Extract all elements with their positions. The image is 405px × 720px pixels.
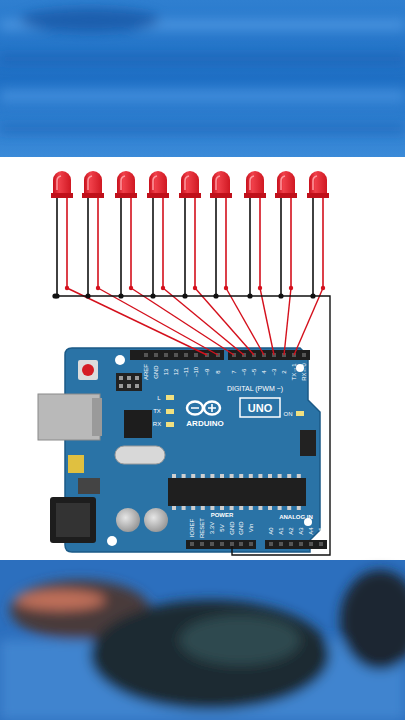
pin-label: 4 — [261, 370, 267, 373]
pin-label: TX→1 — [291, 363, 297, 380]
signal-wire — [67, 288, 207, 355]
pin-label: Vin — [248, 524, 254, 533]
signal-wire — [260, 288, 274, 355]
junction-dot — [65, 286, 69, 290]
pin-label: GND — [153, 365, 159, 378]
led — [51, 171, 73, 296]
led — [210, 171, 232, 296]
junction-dot — [321, 286, 325, 290]
board-label: ARDUINO — [186, 420, 223, 428]
pin-label: GND — [229, 521, 235, 534]
pin-label: ~10 — [193, 367, 199, 377]
board-label: DIGITAL (PWM ~) — [227, 385, 283, 392]
junction-dot — [258, 286, 262, 290]
led — [115, 171, 137, 296]
led — [147, 171, 169, 296]
pin-label: IOREF — [189, 519, 195, 537]
pin-label: GND — [238, 521, 244, 534]
signal-wire — [284, 288, 291, 355]
pin-label: A1 — [278, 527, 284, 534]
pin-label: A2 — [288, 527, 294, 534]
led-group — [51, 171, 329, 296]
arduino-board — [38, 348, 327, 552]
pin-label: ~11 — [183, 367, 189, 377]
signal-wire — [294, 288, 323, 355]
pin-label: ~5 — [251, 369, 257, 376]
signal-wire — [98, 288, 218, 355]
ground-wire — [55, 296, 330, 555]
signal-wire — [226, 288, 264, 355]
junction-dot — [129, 286, 133, 290]
board-label: TX — [153, 408, 161, 414]
pin-label: 8 — [215, 370, 221, 373]
junction-dot — [161, 286, 165, 290]
led — [244, 171, 266, 296]
pin-label: ~6 — [241, 369, 247, 376]
led — [307, 171, 329, 296]
pin-label: 12 — [173, 369, 179, 376]
board-label: L — [157, 395, 160, 401]
junction-dot — [52, 293, 57, 298]
pin-label: RESET — [199, 518, 205, 538]
led — [82, 171, 104, 296]
led — [275, 171, 297, 296]
pin-label: A5 — [318, 527, 324, 534]
signal-wire — [131, 288, 234, 355]
junction-dot — [96, 286, 100, 290]
board-label: ANALOG IN — [279, 514, 313, 520]
junction-dot — [289, 286, 293, 290]
junction-dot — [224, 286, 228, 290]
pin-label: RX←0 — [301, 363, 307, 381]
pin-label: 3.3V — [209, 522, 215, 534]
bottom-background — [0, 560, 405, 720]
board-label: RX — [153, 421, 161, 427]
pin-label: 5V — [219, 524, 225, 531]
led — [179, 171, 201, 296]
top-background — [0, 0, 405, 157]
wires — [52, 286, 330, 555]
pin-label: A0 — [268, 527, 274, 534]
pin-label: ~9 — [204, 369, 210, 376]
board-label: POWER — [211, 512, 234, 518]
board-label: ON — [284, 411, 293, 417]
pin-label: 13 — [163, 369, 169, 376]
pin-label: A3 — [298, 527, 304, 534]
pin-label: A4 — [308, 527, 314, 534]
board-label: UNO — [248, 403, 272, 414]
pin-label: 7 — [231, 370, 237, 373]
pin-label: AREF — [143, 364, 149, 380]
pin-label: 2 — [281, 370, 287, 373]
pin-label: ~3 — [271, 369, 277, 376]
junction-dot — [193, 286, 197, 290]
